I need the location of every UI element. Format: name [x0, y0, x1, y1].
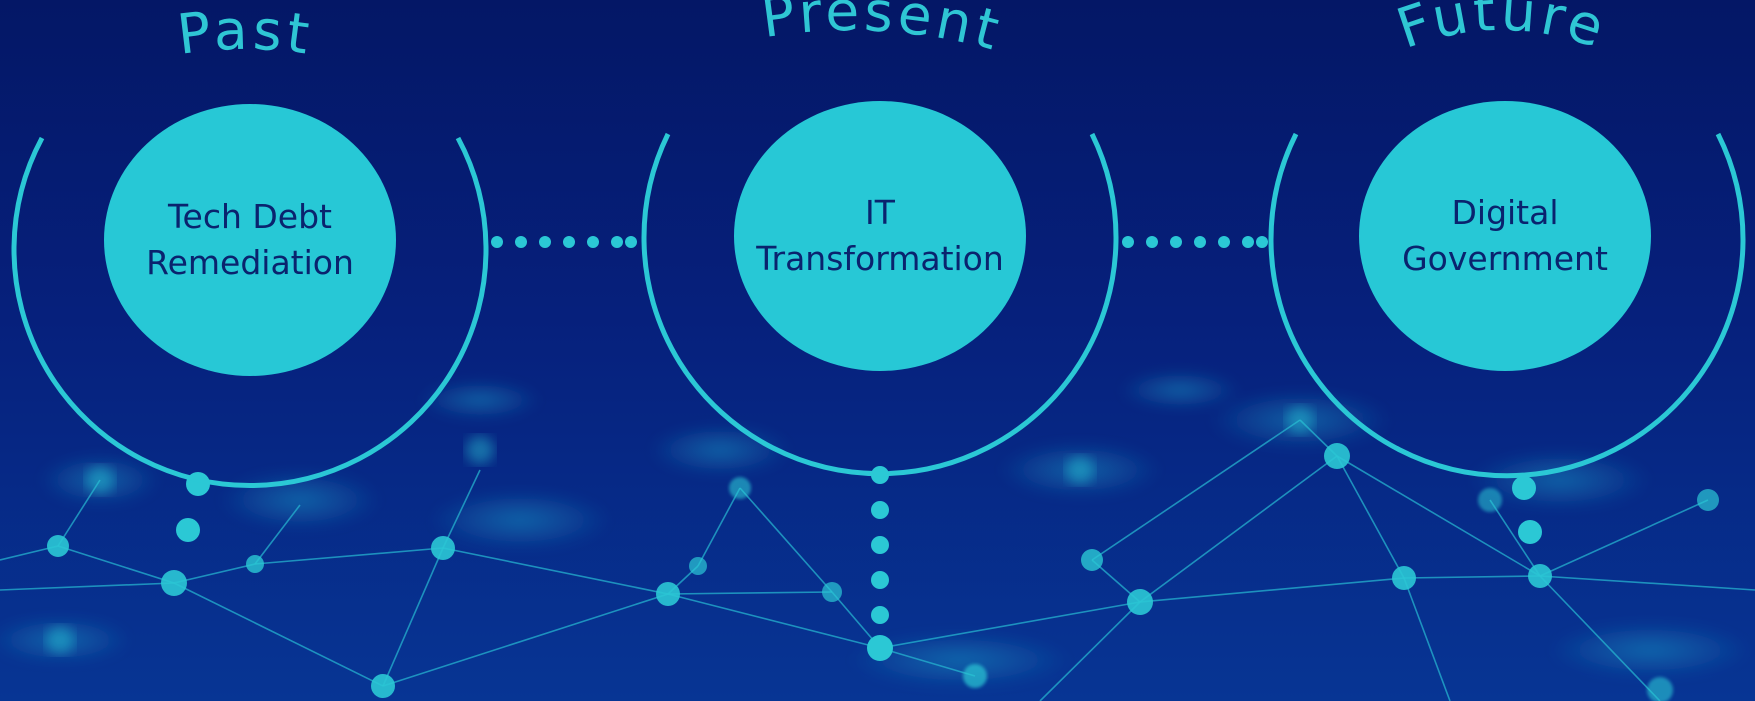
label-future-line2: Government: [1402, 239, 1608, 278]
drop-present: [867, 466, 893, 661]
node-future: [1359, 101, 1651, 371]
arc-present: [641, 132, 1119, 477]
arc-future: [1268, 132, 1746, 479]
drop-future: [1512, 476, 1542, 544]
arc-past: [11, 136, 489, 488]
node-present: [734, 101, 1026, 371]
network-nodes: [46, 406, 1719, 701]
connector-present-future: [1122, 236, 1268, 248]
label-present-line2: Transformation: [755, 239, 1004, 278]
title-past: Past: [174, 0, 317, 67]
connector-past-present: [491, 236, 637, 248]
label-present-line1: IT: [865, 193, 896, 232]
label-past-line2: Remediation: [146, 243, 354, 282]
stage-past: Past Tech Debt Remediation: [11, 0, 489, 488]
node-past: [104, 104, 396, 376]
label-past-line1: Tech Debt: [167, 197, 332, 236]
label-future-line1: Digital: [1451, 193, 1558, 232]
